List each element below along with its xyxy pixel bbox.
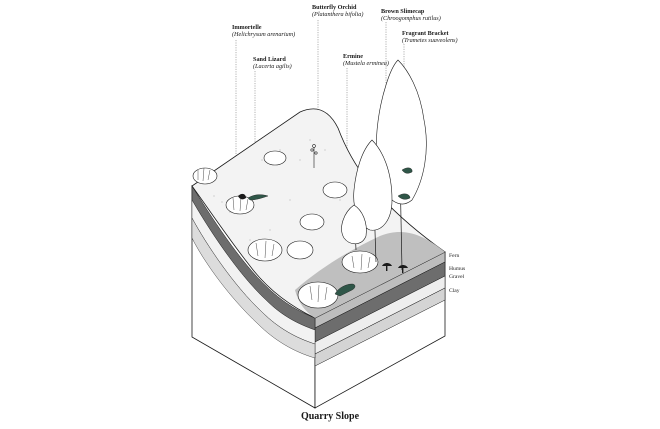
layer-clay-band xyxy=(314,287,446,367)
species-latin: (Lacerta agilis) xyxy=(253,63,292,71)
orchid-plant xyxy=(310,144,318,168)
label-brown-slimecap: Brown Slimecap (Chroogomphus rutilus) xyxy=(381,8,441,23)
figure-caption: Quarry Slope xyxy=(300,411,360,422)
tree-canopies xyxy=(341,59,427,245)
species-name: Ermine xyxy=(343,53,363,60)
fungus-2 xyxy=(401,167,413,174)
layer-label-humus: Humus xyxy=(449,266,466,272)
species-latin: (Chroogomphus rutilus) xyxy=(381,15,441,23)
species-name: Immortelle xyxy=(232,24,262,31)
left-clay-band xyxy=(191,217,316,359)
species-latin: (Trametes suaveolens) xyxy=(402,37,458,45)
species-latin: (Helichrysum arenarium) xyxy=(232,31,296,39)
species-name: Brown Slimecap xyxy=(381,8,425,15)
layer-label-clay: Clay xyxy=(449,288,460,294)
ermine-animal xyxy=(334,283,356,297)
fragrant-bracket-fungus xyxy=(397,193,411,200)
label-butterfly-orchid: Butterfly Orchid (Platanthera bifolia) xyxy=(312,4,363,19)
lizard-shadow xyxy=(238,193,246,200)
brown-slimecap-mushrooms xyxy=(382,263,408,273)
species-name: Sand Lizard xyxy=(253,56,286,63)
label-sand-lizard: Sand Lizard (Lacerta agilis) xyxy=(253,56,292,71)
layer-label-gravel: Gravel xyxy=(449,274,465,280)
label-ermine: Ermine (Mustela erminea) xyxy=(343,53,389,68)
label-immortelle: Immortelle (Helichrysum arenarium) xyxy=(232,24,295,39)
species-name: Fragrant Bracket xyxy=(402,30,449,37)
species-latin: (Platanthera bifolia) xyxy=(312,11,364,19)
shrub-clusters xyxy=(192,150,379,309)
species-name: Butterfly Orchid xyxy=(312,4,357,11)
layer-label-fern: Fern xyxy=(449,253,460,259)
grass-strokes xyxy=(197,167,371,303)
label-fragrant-bracket: Fragrant Bracket (Trametes suaveolens) xyxy=(402,30,458,45)
sand-lizard-animal xyxy=(247,194,269,201)
species-latin: (Mustela erminea) xyxy=(343,60,389,68)
